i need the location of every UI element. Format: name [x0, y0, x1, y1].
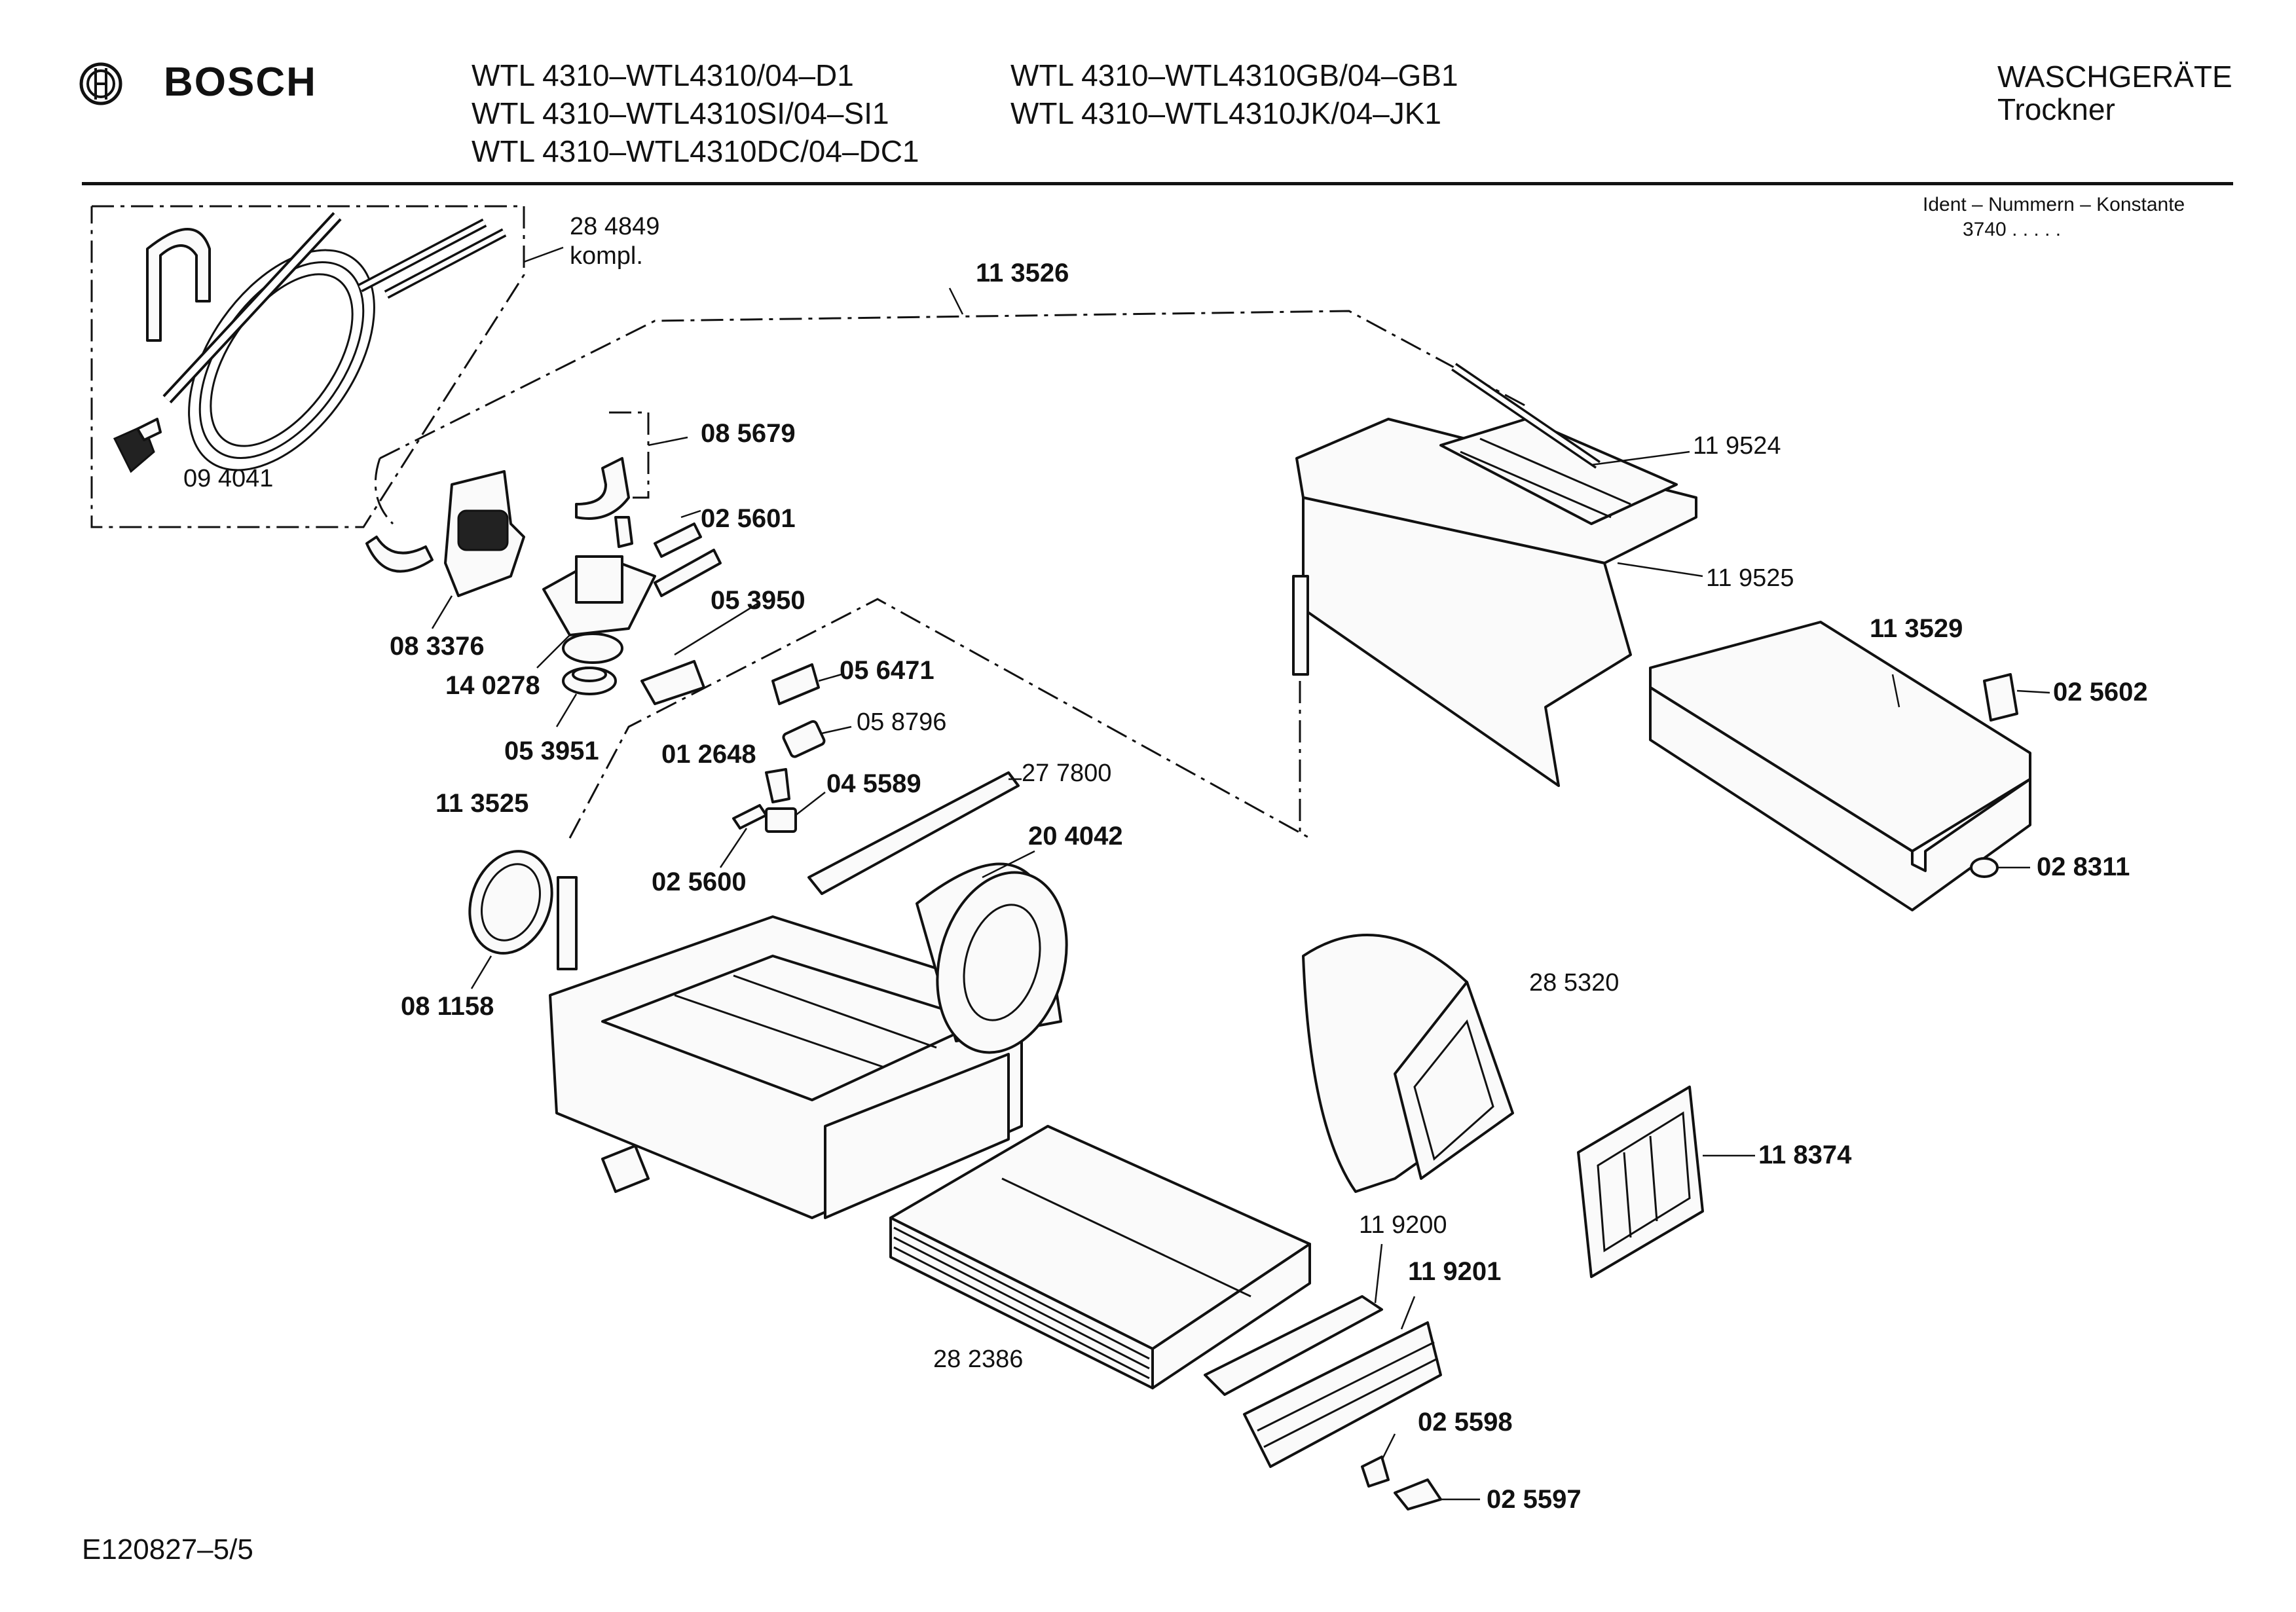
- part-label: 11 3526: [976, 259, 1069, 287]
- small-electrical-parts-group: [719, 663, 852, 868]
- dash-outline-11-3526: [379, 310, 1527, 460]
- accessory-kit-group: [90, 205, 564, 528]
- part-label: 02 8311: [2037, 852, 2130, 881]
- part-label: 14 0278: [445, 671, 540, 700]
- part-label: 04 5589: [826, 769, 921, 798]
- part-label: 08 3376: [390, 632, 485, 661]
- front-cover-group: [1204, 1243, 1480, 1511]
- part-label: 05 6471: [840, 656, 935, 685]
- part-label: 28 4849: [570, 213, 660, 240]
- category-block: WASCHGERÄTE Trockner: [1997, 60, 2232, 126]
- brand-name: BOSCH: [164, 60, 317, 105]
- part-label: 27 7800: [1022, 760, 1112, 787]
- part-label: 02 5602: [2053, 678, 2148, 706]
- part-label: 02 5600: [652, 868, 747, 896]
- dash-outline-11-3525: [568, 598, 1310, 839]
- part-label: 28 5320: [1529, 969, 1620, 997]
- model-list-left: WTL 4310–WTL4310/04–D1 WTL 4310–WTL4310S…: [472, 56, 919, 170]
- hose-parts-group: [365, 411, 688, 573]
- part-label: 05 8796: [857, 708, 947, 736]
- model-line: WTL 4310–WTL4310SI/04–SI1: [472, 96, 889, 130]
- ident-label: Ident – Nummern – Konstante: [1923, 194, 2185, 215]
- valve-assembly-group: [431, 470, 760, 727]
- part-label: 11 8374: [1758, 1141, 1852, 1169]
- part-label: 05 3951: [504, 737, 599, 765]
- ident-value: 3740 . . . . .: [1963, 219, 2062, 240]
- model-list-right: WTL 4310–WTL4310GB/04–GB1 WTL 4310–WTL43…: [1010, 56, 1458, 132]
- water-tank-assembly-group: [1292, 363, 1703, 838]
- model-line: WTL 4310–WTL4310/04–D1: [472, 58, 854, 92]
- document-id: E120827–5/5: [82, 1533, 253, 1566]
- part-label: 11 9201: [1408, 1257, 1502, 1286]
- model-line: WTL 4310–WTL4310DC/04–DC1: [472, 134, 919, 168]
- duct-group: [1302, 934, 1514, 1193]
- part-label: 11 9200: [1359, 1211, 1447, 1239]
- part-label: 28 2386: [933, 1346, 1024, 1373]
- part-label: 11 9525: [1706, 564, 1794, 592]
- part-label: 20 4042: [1028, 822, 1123, 851]
- model-line: WTL 4310–WTL4310GB/04–GB1: [1010, 58, 1458, 92]
- category-title: WASCHGERÄTE: [1997, 60, 2232, 94]
- part-label: 02 5597: [1487, 1485, 1582, 1514]
- part-label: 08 5679: [701, 419, 796, 448]
- header-rule: [82, 182, 2233, 185]
- condenser-group: [889, 1125, 1311, 1389]
- blower-housing-group: [468, 850, 1068, 1219]
- model-line: WTL 4310–WTL4310JK/04–JK1: [1010, 96, 1441, 130]
- part-label: 02 5598: [1418, 1408, 1513, 1437]
- category-subtitle: Trockner: [1997, 92, 2115, 126]
- filter-grille-group: [1577, 1086, 1755, 1278]
- part-label: 11 3525: [435, 789, 529, 818]
- part-label: 11 9524: [1693, 432, 1781, 460]
- part-label: 05 3950: [711, 586, 805, 615]
- seal-27-7800: [807, 771, 1020, 895]
- part-label: 02 5601: [701, 504, 796, 533]
- part-label: kompl.: [570, 242, 643, 270]
- part-label: 08 1158: [401, 992, 494, 1021]
- water-tank-group: [1649, 621, 2050, 911]
- part-label: 01 2648: [661, 740, 756, 769]
- part-label: 09 4041: [183, 465, 274, 492]
- part-label: 11 3529: [1870, 614, 1963, 643]
- bosch-logo-icon: [79, 62, 122, 105]
